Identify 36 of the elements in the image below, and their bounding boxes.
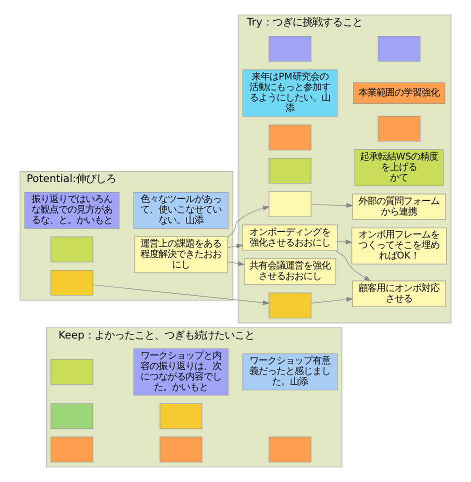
- node-box: 来年はPM研究会の活動にもっと参加するようにしたい。山添: [242, 70, 338, 117]
- node-box: 起承転結WSの精度を上げる かて: [354, 149, 444, 186]
- arrow: [227, 206, 270, 238]
- node-box: 色々なツールがあって、使いこなせていない。山添: [133, 192, 228, 229]
- arrow: [310, 296, 354, 304]
- node-box: オンボ用フレームをつくってそこを埋めればOK！: [352, 228, 447, 264]
- node-box: [160, 436, 202, 462]
- node-box: [268, 158, 312, 184]
- node-box: [268, 191, 312, 217]
- node-box: ワークショップと内容の振り返りは、次につながる内容でした。かいもと: [133, 348, 228, 396]
- node-box: 共有会議運営を強化させるおおにし: [244, 258, 336, 285]
- node-box: [50, 359, 94, 385]
- node-box: 顧客用にオンボ対応させる: [352, 280, 446, 307]
- arrow: [337, 240, 353, 244]
- node-box: [268, 124, 312, 150]
- node-box: [50, 436, 94, 462]
- node-box: 振り返りではいろんな観点での見方があるな、と。かいもと: [24, 192, 120, 229]
- arrow: [227, 261, 246, 266]
- node-box: [378, 116, 420, 142]
- arrow: [227, 244, 244, 248]
- node-box: 外部の質問フォームから連携: [352, 194, 446, 220]
- arrow: [92, 284, 270, 306]
- arrow: [335, 250, 372, 282]
- node-box: [268, 436, 312, 462]
- arrow: [310, 203, 354, 208]
- node-box: オンボーディングを強化させるおおにし: [242, 224, 338, 251]
- node-box: [50, 236, 94, 262]
- node-box: [378, 36, 420, 62]
- node-box: [160, 403, 202, 430]
- node-box: [50, 270, 94, 296]
- node-box: [268, 292, 312, 318]
- node-box: ワークショップ有意義だったと感じました。山添: [242, 354, 338, 390]
- node-box: [50, 403, 94, 430]
- node-box: 本業範囲の学習強化: [353, 82, 446, 104]
- node-box: 運営上の課題をある程度解決できたおおにし: [134, 236, 228, 274]
- node-box: [268, 36, 312, 62]
